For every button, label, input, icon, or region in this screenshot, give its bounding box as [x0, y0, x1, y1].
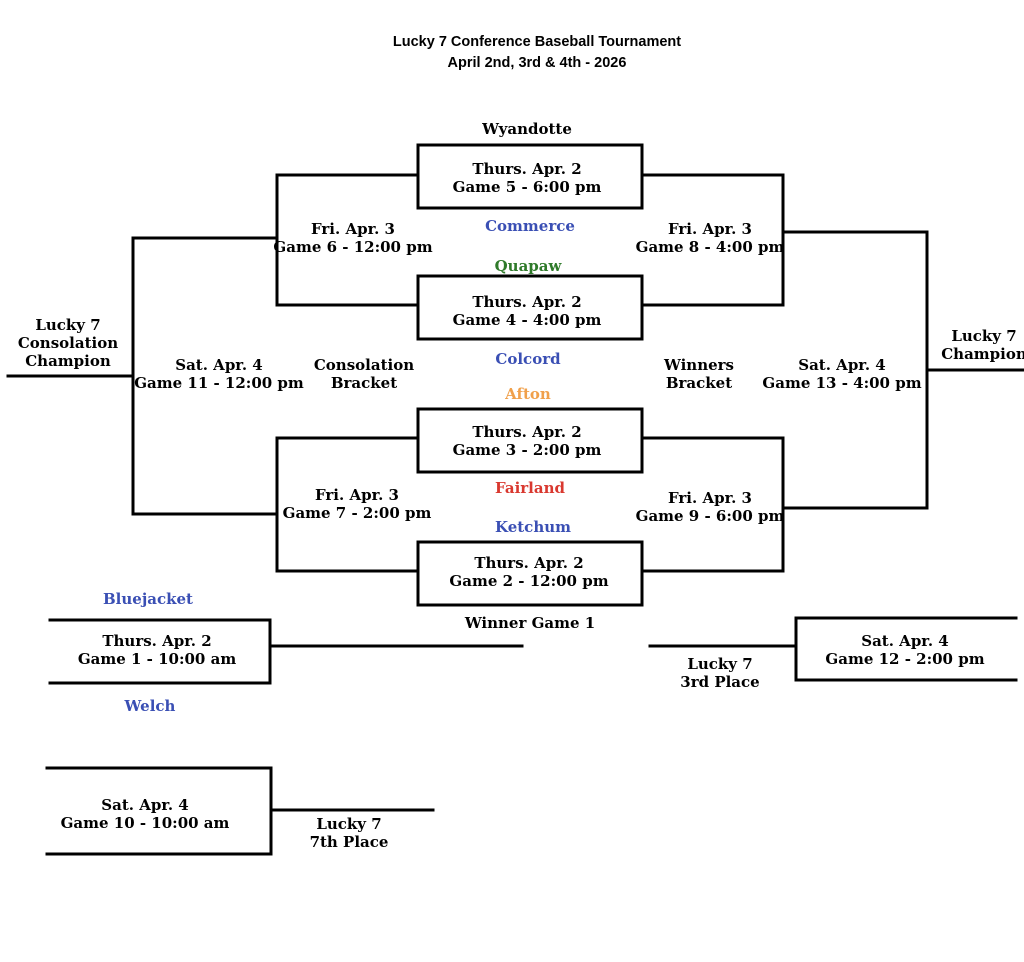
game10-time: Game 10 - 10:00 am: [60, 814, 230, 832]
game9-time: Game 9 - 6:00 pm: [635, 507, 785, 525]
seventh-place-line1: Lucky 7: [316, 815, 382, 833]
third-place-line2: 3rd Place: [680, 673, 760, 691]
game2-time: Game 2 - 12:00 pm: [449, 572, 609, 590]
game10-date: Sat. Apr. 4: [101, 796, 189, 814]
team-afton: Afton: [505, 385, 551, 403]
consolation-champion-line2: Consolation: [17, 334, 119, 352]
champion-line1: Lucky 7: [951, 327, 1017, 345]
game11-label: Sat. Apr. 4 Game 11 - 12:00 pm: [134, 356, 304, 392]
team-winner-game1: Winner Game 1: [464, 614, 596, 632]
seventh-place-label: Lucky 7 7th Place: [310, 815, 389, 851]
game7-date: Fri. Apr. 3: [315, 486, 399, 504]
tournament-title: Lucky 7 Conference Baseball Tournament: [392, 34, 682, 50]
consolation-bracket-line2: Bracket: [330, 374, 398, 392]
team-ketchum: Ketchum: [495, 518, 571, 536]
game8-bracket: [640, 173, 785, 307]
team-commerce: Commerce: [485, 217, 575, 235]
game3-date: Thurs. Apr. 2: [472, 423, 582, 441]
game4-date: Thurs. Apr. 2: [472, 293, 582, 311]
game1-bracket: [48, 618, 272, 685]
game12-label: Sat. Apr. 4 Game 12 - 2:00 pm: [825, 632, 984, 668]
game1-label: Thurs. Apr. 2 Game 1 - 10:00 am: [78, 632, 236, 668]
game10-label: Sat. Apr. 4 Game 10 - 10:00 am: [61, 796, 230, 832]
game9-bracket: [640, 436, 785, 573]
game7-bracket: [275, 436, 420, 573]
team-bluejacket: Bluejacket: [103, 590, 193, 608]
game8-label: Fri. Apr. 3 Game 8 - 4:00 pm: [636, 220, 785, 256]
consolation-champion-line3: Champion: [25, 352, 111, 370]
game12-bracket: [794, 616, 1018, 682]
game4-time: Game 4 - 4:00 pm: [452, 311, 602, 329]
game7-time: Game 7 - 2:00 pm: [282, 504, 432, 522]
game3-box: [416, 407, 644, 474]
winners-bracket-line2: Bracket: [665, 374, 733, 392]
game2-date: Thurs. Apr. 2: [474, 554, 584, 572]
game9-label: Fri. Apr. 3 Game 9 - 6:00 pm: [636, 489, 785, 525]
game11-time: Game 11 - 12:00 pm: [134, 374, 304, 392]
tournament-dates: April 2nd, 3rd & 4th - 2026: [447, 55, 627, 71]
consolation-champion-line1: Lucky 7: [35, 316, 101, 334]
game8-date: Fri. Apr. 3: [668, 220, 752, 238]
game6-date: Fri. Apr. 3: [311, 220, 395, 238]
game5-date: Thurs. Apr. 2: [472, 160, 582, 178]
champion-label: Lucky 7 Champion: [941, 327, 1024, 363]
game3-label: Thurs. Apr. 2 Game 3 - 2:00 pm: [453, 423, 602, 459]
game12-date: Sat. Apr. 4: [861, 632, 949, 650]
game8-time: Game 8 - 4:00 pm: [635, 238, 785, 256]
consolation-bracket-label: Consolation Bracket: [314, 356, 414, 392]
game9-date: Fri. Apr. 3: [668, 489, 752, 507]
game6-time: Game 6 - 12:00 pm: [273, 238, 433, 256]
game7-label: Fri. Apr. 3 Game 7 - 2:00 pm: [283, 486, 432, 522]
team-welch: Welch: [124, 697, 176, 715]
consolation-champion-label: Lucky 7 Consolation Champion: [18, 316, 118, 370]
game1-date: Thurs. Apr. 2: [102, 632, 212, 650]
game2-box: [416, 540, 644, 607]
game6-bracket: [275, 173, 420, 307]
team-colcord: Colcord: [495, 350, 561, 368]
third-place-label: Lucky 7 3rd Place: [680, 655, 759, 691]
third-place-line1: Lucky 7: [687, 655, 753, 673]
game5-time: Game 5 - 6:00 pm: [452, 178, 602, 196]
game2-label: Thurs. Apr. 2 Game 2 - 12:00 pm: [449, 554, 608, 590]
winners-bracket-label: Winners Bracket: [664, 356, 734, 392]
game4-label: Thurs. Apr. 2 Game 4 - 4:00 pm: [453, 293, 602, 329]
team-quapaw: Quapaw: [494, 257, 562, 275]
team-wyandotte: Wyandotte: [482, 120, 572, 138]
seventh-place-line2: 7th Place: [309, 833, 389, 851]
game6-label: Fri. Apr. 3 Game 6 - 12:00 pm: [273, 220, 432, 256]
game11-date: Sat. Apr. 4: [175, 356, 263, 374]
team-fairland: Fairland: [495, 479, 565, 497]
game3-time: Game 3 - 2:00 pm: [452, 441, 602, 459]
consolation-bracket-line1: Consolation: [313, 356, 415, 374]
game5-label: Thurs. Apr. 2 Game 5 - 6:00 pm: [453, 160, 602, 196]
winners-bracket-line1: Winners: [664, 356, 734, 374]
game13-date: Sat. Apr. 4: [798, 356, 886, 374]
champion-line2: Champion: [941, 345, 1024, 363]
game13-label: Sat. Apr. 4 Game 13 - 4:00 pm: [762, 356, 921, 392]
game12-time: Game 12 - 2:00 pm: [825, 650, 985, 668]
game13-time: Game 13 - 4:00 pm: [762, 374, 922, 392]
game1-time: Game 1 - 10:00 am: [77, 650, 237, 668]
game4-box: [416, 274, 644, 341]
